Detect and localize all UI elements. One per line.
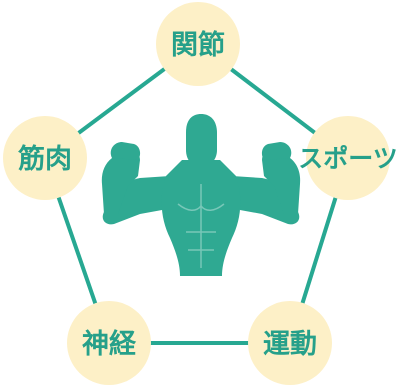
node-circle	[156, 2, 240, 86]
node-label-right: スポーツ	[298, 144, 398, 173]
node-label-bottom-right: 運動	[263, 329, 317, 360]
node-circle	[67, 301, 151, 385]
node-label-left: 筋肉	[18, 143, 72, 175]
node-left: 筋肉	[3, 116, 87, 200]
node-label-top: 関節	[171, 29, 225, 61]
node-bottom-left: 神経	[67, 301, 151, 385]
node-circle	[3, 116, 87, 200]
node-label-bottom-left: 神経	[82, 328, 137, 360]
node-circle	[248, 301, 332, 385]
node-circle	[306, 116, 390, 200]
node-top: 関節	[156, 2, 240, 86]
muscle-definition	[177, 184, 225, 268]
node-bottom-right: 運動	[248, 301, 332, 385]
flexing-bodybuilder-icon	[101, 114, 301, 276]
node-right: スポーツ	[298, 116, 398, 200]
